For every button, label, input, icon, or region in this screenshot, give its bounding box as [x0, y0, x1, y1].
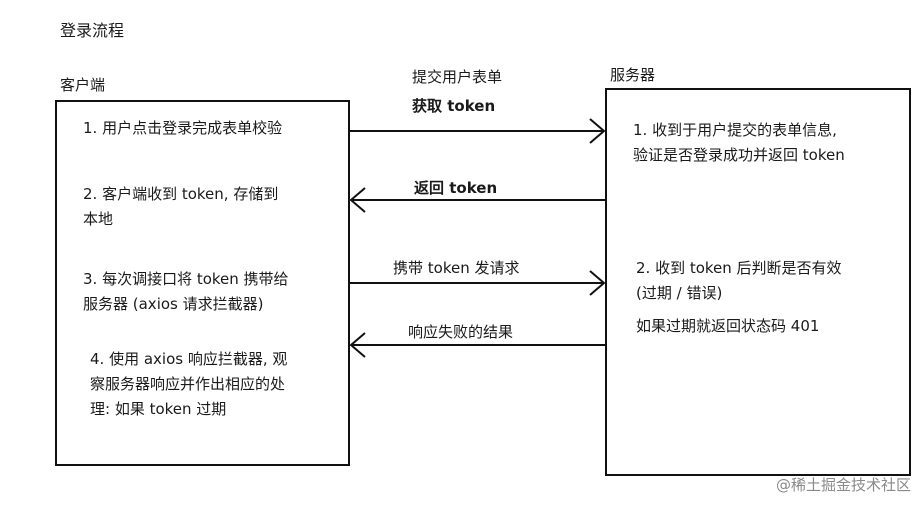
client-step-4-line-1: 4. 使用 axios 响应拦截器, 观 — [90, 350, 288, 368]
client-step-2: 2. 客户端收到 token, 存储到 本地 — [83, 182, 278, 232]
server-step-2: 2. 收到 token 后判断是否有效 (过期 / 错误) 如果过期就返回状态码… — [636, 256, 842, 339]
server-step-2-line-3: 如果过期就返回状态码 401 — [636, 317, 820, 335]
client-step-1: 1. 用户点击登录完成表单校验 — [83, 116, 282, 141]
client-step-4: 4. 使用 axios 响应拦截器, 观 察服务器响应并作出相应的处 理: 如果… — [90, 347, 287, 422]
server-label: 服务器 — [610, 66, 656, 84]
server-step-1: 1. 收到于用户提交的表单信息, 验证是否登录成功并返回 token — [633, 118, 845, 168]
arrow-1-label-line-1: 提交用户表单 — [412, 68, 503, 86]
client-step-2-line-1: 2. 客户端收到 token, 存储到 — [83, 185, 279, 203]
client-step-3: 3. 每次调接口将 token 携带给 服务器 (axios 请求拦截器) — [83, 267, 289, 317]
arrow-return-token — [349, 187, 605, 213]
client-step-3-line-1: 3. 每次调接口将 token 携带给 — [83, 270, 289, 288]
client-step-4-line-2: 察服务器响应并作出相应的处 — [90, 375, 286, 393]
diagram-title: 登录流程 — [60, 21, 125, 40]
client-box — [55, 100, 350, 466]
server-step-2-line-1: 2. 收到 token 后判断是否有效 — [636, 259, 842, 277]
server-step-2-line-2: (过期 / 错误) — [636, 284, 723, 302]
server-box — [605, 88, 911, 476]
client-step-3-line-2: 服务器 (axios 请求拦截器) — [83, 295, 264, 313]
client-step-2-line-2: 本地 — [83, 210, 114, 228]
arrow-2-label: 返回 token — [414, 179, 498, 197]
arrow-failure-response — [349, 332, 605, 358]
arrow-submit-form — [350, 118, 606, 144]
server-step-1-line-2: 验证是否登录成功并返回 token — [633, 146, 845, 164]
arrow-1-label-line-2: 获取 token — [412, 97, 496, 115]
arrow-carry-token — [350, 270, 606, 296]
arrow-3-label: 携带 token 发请求 — [393, 259, 520, 277]
watermark: @稀土掘金技术社区 — [775, 476, 911, 494]
client-label: 客户端 — [60, 76, 106, 94]
arrow-4-label: 响应失败的结果 — [408, 323, 514, 341]
client-step-1-line-1: 1. 用户点击登录完成表单校验 — [83, 119, 283, 137]
client-step-4-line-3: 理: 如果 token 过期 — [90, 400, 227, 418]
server-step-1-line-1: 1. 收到于用户提交的表单信息, — [633, 121, 837, 139]
